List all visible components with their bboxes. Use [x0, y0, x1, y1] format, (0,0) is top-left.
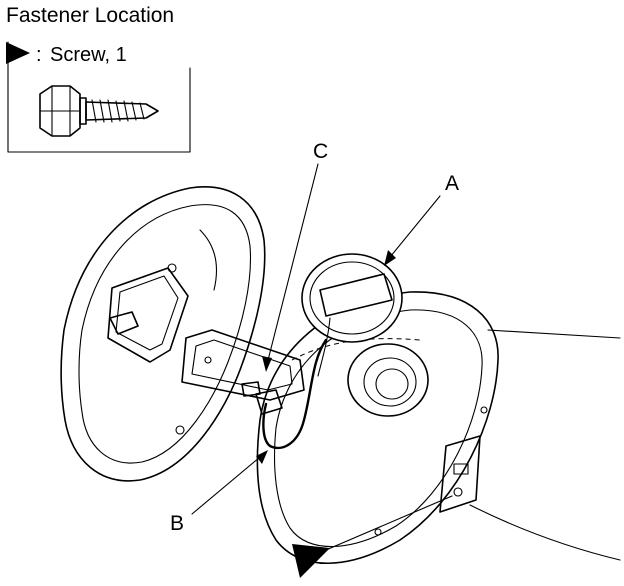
page-title: Fastener Location: [6, 4, 174, 27]
callout-c: C: [262, 140, 328, 372]
fuel-cap: [301, 253, 403, 377]
legend-frame: [7, 41, 191, 153]
legend-label: Screw, 1: [50, 44, 127, 66]
callout-c-label: C: [313, 140, 328, 163]
screw-icon: [39, 85, 159, 137]
fuel-fill-door: [60, 186, 305, 482]
callout-a-label: A: [445, 172, 459, 195]
fuel-door-opener-cable: [241, 338, 328, 450]
triangle-pointer-icon: [6, 42, 30, 64]
fuel-filler-housing: [256, 291, 621, 564]
triangle-pointer-icon: [292, 544, 330, 578]
screw-location-pointer: [292, 495, 453, 578]
fastener-legend: : Screw, 1: [6, 41, 191, 153]
callout-a: A: [384, 172, 459, 266]
callout-b: B: [170, 450, 268, 535]
legend-separator: :: [36, 44, 42, 66]
callout-b-label: B: [170, 512, 184, 535]
